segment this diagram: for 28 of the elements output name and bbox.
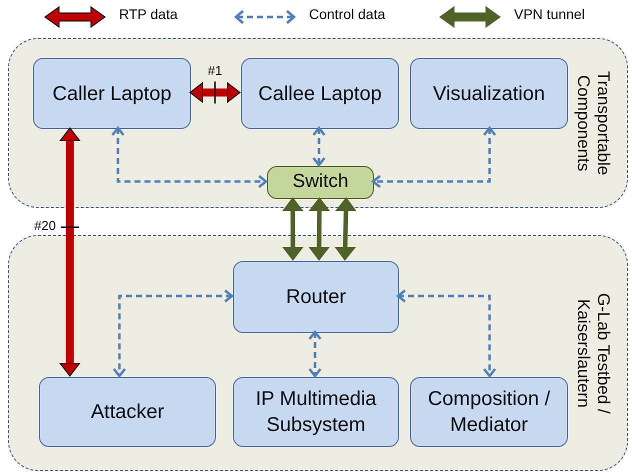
- double-arrow: [282, 198, 304, 260]
- double-arrow: [308, 198, 330, 260]
- group-title: G-Lab Testbed / Kaiserslautern: [573, 292, 613, 416]
- component-box: Composition / Mediator: [410, 377, 568, 447]
- component-box: Attacker: [39, 377, 216, 447]
- dashed-arrow: [312, 126, 326, 166]
- dashed-arrow: [396, 289, 496, 378]
- group-title: Transportable Components: [573, 70, 613, 178]
- double-arrow: [334, 198, 356, 260]
- edge-label: #1: [208, 62, 222, 78]
- legend-label: VPN tunnel: [514, 6, 585, 22]
- double-arrow: [190, 82, 240, 103]
- dashed-arrow: [372, 126, 496, 188]
- component-box: Visualization: [410, 58, 568, 129]
- dashed-arrow: [308, 330, 322, 378]
- component-box: IP Multimedia Subsystem: [233, 377, 399, 447]
- component-box: Callee Laptop: [241, 58, 399, 129]
- group-panel: [8, 235, 628, 471]
- legend-label: RTP data: [119, 6, 178, 22]
- component-box: Caller Laptop: [33, 58, 191, 129]
- group-panel: [8, 38, 628, 208]
- component-box: Router: [233, 261, 399, 333]
- legend-label: Control data: [309, 6, 386, 22]
- dashed-arrow: [112, 289, 234, 378]
- double-arrow: [59, 128, 80, 376]
- dashed-arrow: [111, 126, 268, 188]
- edge-label: #20: [34, 218, 56, 234]
- switch-box: Switch: [267, 166, 374, 199]
